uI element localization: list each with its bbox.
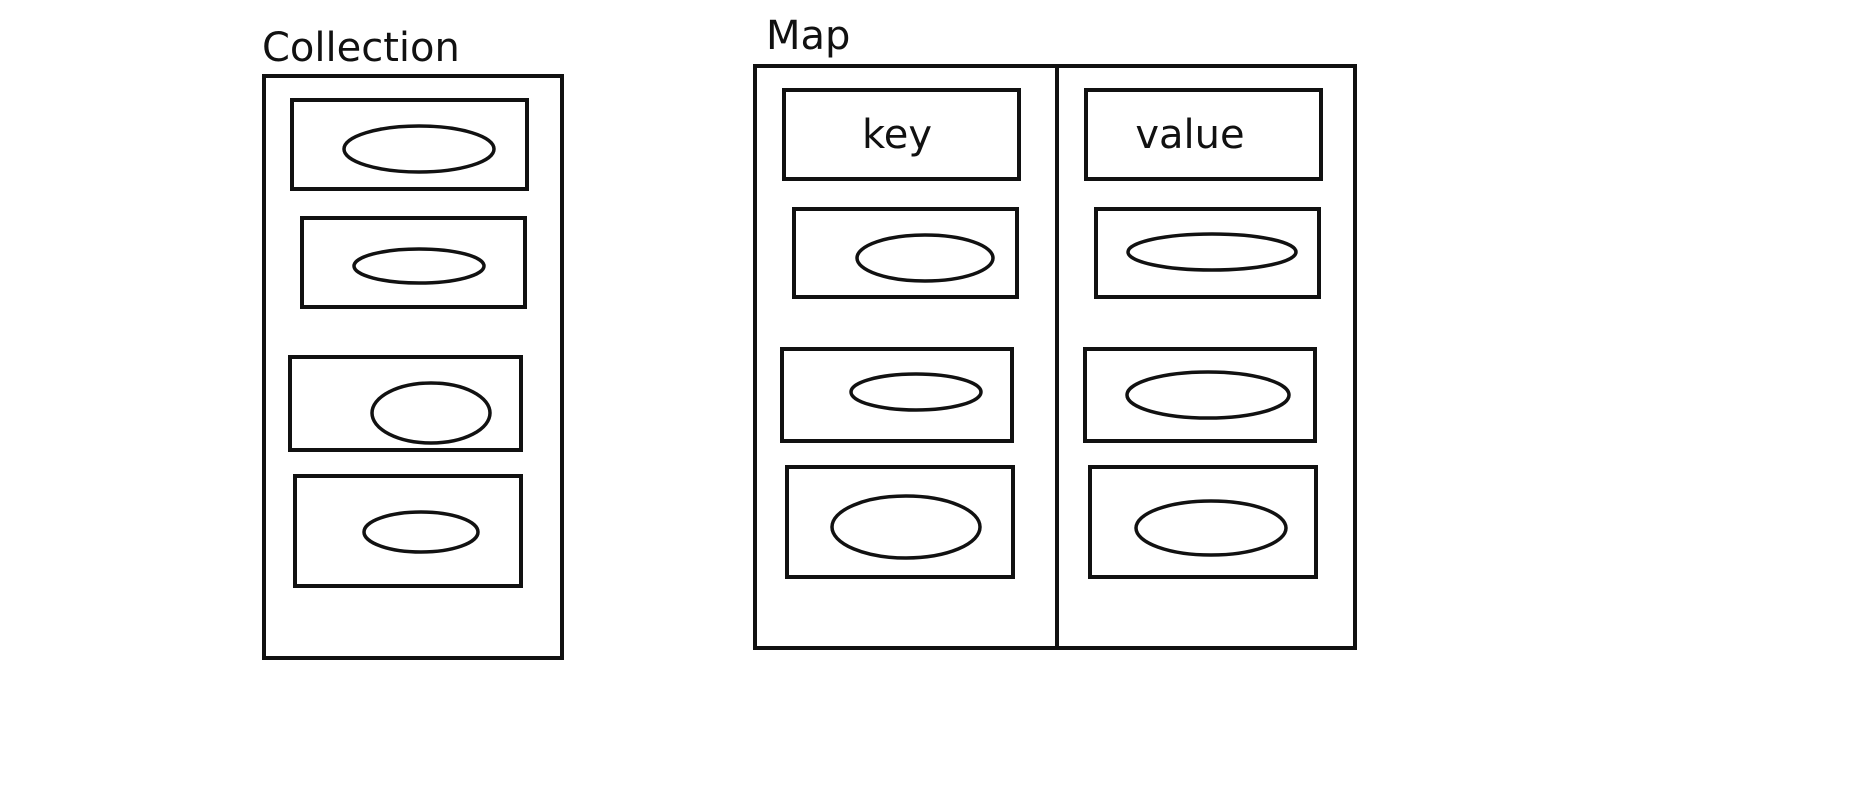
collection-element — [293, 474, 523, 588]
value-oval — [1126, 232, 1298, 272]
collection-title: Collection — [262, 25, 460, 71]
collection-element — [288, 355, 523, 452]
key-oval — [830, 494, 982, 560]
map-title: Map — [766, 13, 850, 59]
collection-element — [290, 98, 529, 191]
map-key — [792, 207, 1019, 299]
value-header-label: value — [1135, 112, 1244, 158]
map-value-header: value — [1084, 88, 1323, 181]
map-value — [1083, 347, 1317, 443]
map-key — [780, 347, 1014, 443]
element-oval — [352, 247, 486, 285]
map-key — [785, 465, 1015, 579]
value-oval — [1134, 499, 1288, 557]
key-header-label: key — [862, 112, 932, 158]
element-oval — [342, 124, 496, 174]
map-value — [1088, 465, 1318, 579]
key-oval — [849, 372, 983, 412]
collection-element — [300, 216, 527, 309]
value-oval — [1125, 370, 1291, 420]
map-key-header: key — [782, 88, 1021, 181]
element-oval — [362, 510, 480, 554]
element-oval — [370, 381, 492, 445]
map-value — [1094, 207, 1321, 299]
key-oval — [855, 233, 995, 283]
